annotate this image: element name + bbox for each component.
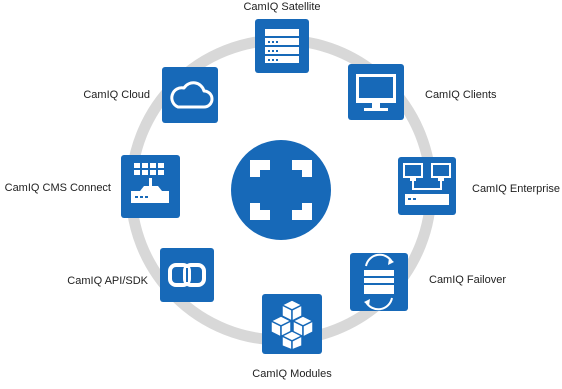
enterprise-network-icon <box>403 163 451 205</box>
label-enterprise: CamIQ Enterprise <box>472 183 561 195</box>
tile-cms-connect <box>121 155 180 218</box>
tile-satellite <box>255 19 309 73</box>
tile-cloud <box>162 67 218 123</box>
cloud-icon <box>170 81 214 109</box>
monitor-icon <box>356 74 396 111</box>
tile-clients <box>348 64 404 120</box>
label-cloud: CamIQ Cloud <box>83 89 150 101</box>
tile-modules <box>262 294 322 354</box>
camiq-logo-icon <box>231 140 331 240</box>
label-clients: CamIQ Clients <box>425 89 497 101</box>
server-stack-icon <box>265 29 299 63</box>
cms-connect-icon <box>131 163 169 203</box>
failover-sync-icon <box>364 253 394 311</box>
label-cms-connect: CamIQ CMS Connect <box>4 182 111 194</box>
label-failover: CamIQ Failover <box>429 274 507 286</box>
tile-enterprise <box>398 157 456 215</box>
link-icon <box>168 263 206 287</box>
tile-api-sdk <box>160 248 214 302</box>
label-satellite: CamIQ Satellite <box>243 1 321 13</box>
label-modules: CamIQ Modules <box>252 368 332 380</box>
cubes-icon <box>269 299 315 352</box>
tile-failover <box>350 253 408 311</box>
label-api-sdk: CamIQ API/SDK <box>67 275 148 287</box>
